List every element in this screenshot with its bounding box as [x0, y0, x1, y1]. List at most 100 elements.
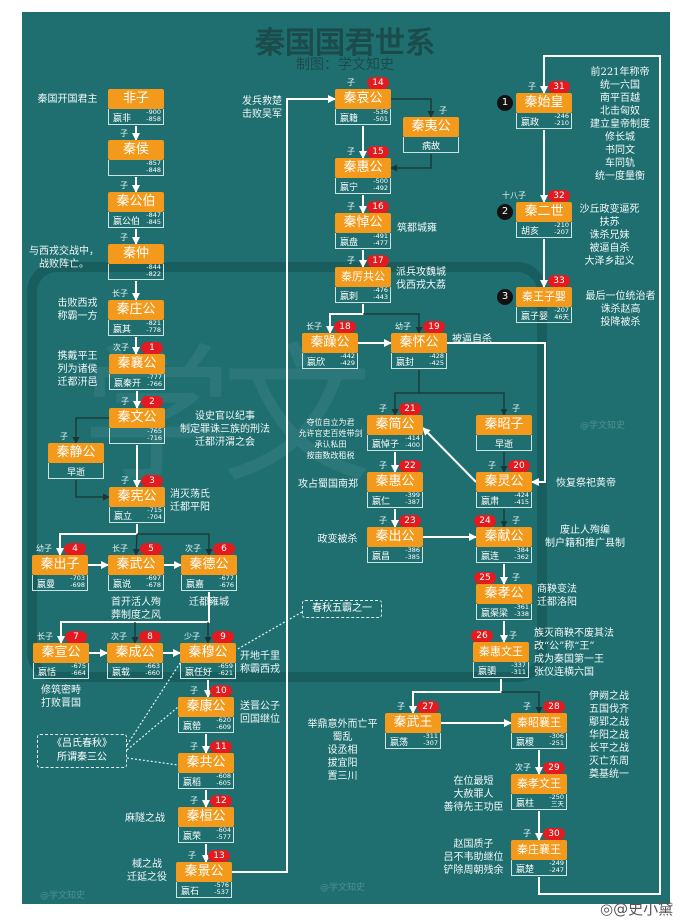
annotation-line: 诛杀赵高: [600, 304, 641, 315]
ruler-node[interactable]: 秦康公嬴罃-620-609: [178, 697, 234, 733]
reign-years: -900-858: [146, 109, 161, 123]
ruler-node[interactable]: 秦昭襄王嬴稷-306-251: [511, 713, 567, 749]
relation-label: 次子: [111, 632, 127, 641]
ruler-node[interactable]: 秦宪公嬴立-715-704: [109, 487, 165, 523]
relation-label: 幼子: [395, 322, 411, 331]
ruler-node[interactable]: 秦景公嬴石-576-537: [176, 862, 232, 898]
personal-name: 嬴曼: [37, 580, 56, 590]
ruler-node[interactable]: 秦孝公嬴渠梁-361-338: [476, 584, 532, 620]
ruler-node[interactable]: 秦公伯嬴公伯-847-845: [108, 192, 164, 228]
reign-years: -210-207: [554, 222, 569, 236]
personal-name: 病故: [421, 142, 440, 152]
connector-arrow: [56, 524, 138, 556]
annotation-line: 击败西戎: [57, 298, 98, 309]
ruler-name: 秦德公: [181, 555, 237, 575]
ruler-node[interactable]: 秦武王嬴荡-311-307: [385, 713, 441, 749]
ruler-node[interactable]: 秦悼公嬴盘-491-477: [335, 213, 391, 249]
relation-label: 子: [347, 202, 355, 211]
emperor-marker: 3: [497, 289, 513, 305]
personal-name: 早逝: [66, 468, 85, 478]
ruler-node[interactable]: 秦文公-765-716: [109, 408, 165, 444]
ruler-name: 秦庄襄王: [511, 840, 567, 860]
reign-years: -844-822: [146, 264, 161, 278]
ruler-node[interactable]: 秦庄公嬴其-821-778: [108, 300, 164, 336]
ruler-node[interactable]: 秦二世胡亥-210-207: [516, 202, 572, 238]
ruler-node[interactable]: 秦德公嬴嘉-677-676: [181, 555, 237, 591]
ruler-node[interactable]: 秦襄公嬴秦开-777-766: [109, 354, 165, 390]
relation-label: 幼子: [36, 544, 52, 553]
relation-label: 子: [190, 742, 198, 751]
reign-year: -766: [147, 380, 162, 388]
ruler-node[interactable]: 秦成公嬴载-663-660: [107, 643, 163, 679]
ruler-node[interactable]: 秦仲-844-822: [108, 244, 164, 280]
ruler-node[interactable]: 非子嬴非-900-858: [108, 89, 164, 125]
ruler-node[interactable]: 秦静公早逝: [48, 443, 104, 479]
annotation-line: 族灭商鞅不废其法: [534, 628, 614, 639]
ruler-node[interactable]: 秦哀公嬴籍-536-501: [335, 89, 391, 125]
page-subtitle: 制图：学文知史: [296, 57, 394, 73]
ruler-node[interactable]: 秦献公嬴连-384-362: [476, 527, 532, 563]
annotation-line: 秦国开国君主: [37, 94, 98, 105]
ruler-node[interactable]: 秦夷公病故: [403, 117, 459, 153]
ruler-node[interactable]: 秦灵公嬴肃-424-415: [476, 472, 532, 508]
ruler-node[interactable]: 秦宣公嬴恬-675-664: [33, 643, 89, 679]
annotation-line: 成为秦国第一王: [534, 654, 604, 665]
reign-year: -250: [549, 793, 564, 801]
ruler-node[interactable]: 秦桓公嬴荣-604-577: [178, 807, 234, 843]
ruler-node[interactable]: 秦出公嬴昌-386-385: [367, 527, 423, 563]
ruler-node[interactable]: 秦侯-857-848: [108, 140, 164, 176]
ruler-name: 秦襄公: [109, 354, 165, 374]
reign-year: -664: [71, 669, 86, 677]
reign-years: -476-443: [373, 287, 388, 301]
ruler-annotation: 恢复祭祀黄帝: [556, 477, 656, 490]
connector-arrow: [419, 392, 508, 416]
reign-year: -620: [216, 716, 231, 724]
annotation-line: 制户籍和推广县制: [545, 538, 625, 549]
ruler-node[interactable]: 秦躁公嬴欣-442-429: [302, 333, 358, 369]
annotation-line: 伐西戎大荔: [396, 280, 446, 291]
reign-years: -306-251: [549, 733, 564, 747]
ruler-node[interactable]: 秦穆公嬴任好-659-621: [180, 643, 236, 679]
ruler-node[interactable]: 秦怀公嬴封-428-425: [391, 333, 447, 369]
ruler-annotation: 最后一位统治者诛杀赵高投降被杀: [568, 290, 673, 329]
ruler-node[interactable]: 秦昭子早逝: [476, 415, 532, 451]
ruler-node[interactable]: 秦惠公嬴仁-399-387: [367, 472, 423, 508]
reign-year: -847: [146, 211, 161, 219]
annotation-line: 灭亡东周: [589, 756, 629, 767]
personal-name: 嬴恬: [38, 668, 57, 678]
reign-year: -306: [549, 732, 564, 740]
ruler-details: 嬴渠梁-361-338: [476, 604, 532, 620]
personal-name: 嬴欣: [307, 358, 326, 368]
ruler-node[interactable]: 秦庄襄王嬴楚-249-247: [511, 840, 567, 876]
ruler-annotation: 族灭商鞅不废其法改“公”称“王”成为秦国第一王张仪连横六国: [534, 627, 634, 679]
connector-arrow: [422, 427, 477, 483]
ruler-details: 嬴非-900-858: [108, 109, 164, 125]
ruler-node[interactable]: 秦武公嬴说-697-678: [108, 555, 164, 591]
relation-label: 子: [120, 181, 128, 190]
ruler-node[interactable]: 秦始皇嬴政-246-210: [516, 93, 572, 129]
ruler-node[interactable]: 秦惠文王嬴驷-337-311: [473, 642, 529, 678]
callout-line: 春秋五霸之一: [312, 603, 372, 614]
reign-years: -675-664: [71, 663, 86, 677]
ruler-name: 秦灵公: [476, 472, 532, 492]
ruler-node[interactable]: 秦出子嬴曼-703-698: [32, 555, 88, 591]
ruler-node[interactable]: 秦惠公嬴宁-500-492: [335, 158, 391, 194]
ruler-annotation: 攻占蜀国南郑: [292, 478, 364, 491]
personal-name: 嬴石: [181, 887, 200, 897]
reign-year: -537: [214, 888, 229, 896]
annotation-line: 击败吴军: [242, 109, 282, 120]
footer-credit: ◎@史小黛: [600, 898, 673, 919]
relation-label: 子: [120, 233, 128, 242]
ruler-node[interactable]: 秦共公嬴稻-608-605: [178, 753, 234, 789]
ruler-node[interactable]: 秦简公嬴悼子-414-400: [367, 415, 423, 451]
order-badge: 9: [212, 631, 234, 643]
ruler-details: 嬴其-821-778: [108, 320, 164, 336]
order-badge: 26: [471, 630, 493, 642]
relation-label: 子: [347, 256, 355, 265]
reign-year: -428: [429, 352, 444, 360]
ruler-node[interactable]: 秦厉共公嬴刺-476-443: [335, 267, 391, 303]
ruler-details: 嬴连-384-362: [476, 547, 532, 563]
